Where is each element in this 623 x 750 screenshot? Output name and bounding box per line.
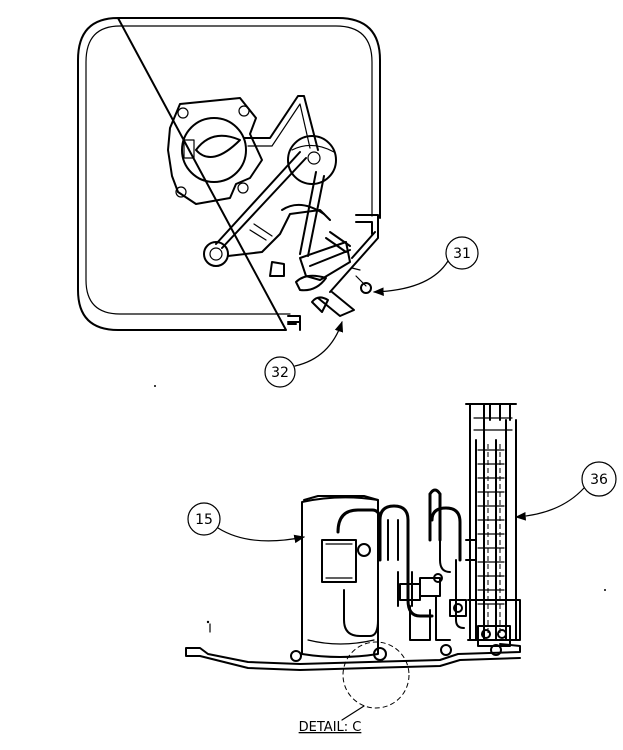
callout-32: 32 <box>264 320 344 388</box>
fastener <box>373 647 387 661</box>
callout-36: 36 <box>514 461 617 521</box>
stray-mark <box>604 589 606 591</box>
housing-inner <box>85 25 373 315</box>
callout-15-label: 15 <box>195 512 213 528</box>
callout-15: 15 <box>187 502 306 544</box>
top-view-unit: 31 32 <box>77 17 479 388</box>
detail-c-leader <box>341 705 365 721</box>
tubing-top <box>215 95 372 317</box>
side-view-unit: DETAIL: C 36 15 <box>185 403 617 735</box>
lower-bracket <box>287 315 301 331</box>
side-bracket <box>329 214 379 293</box>
tubing-side <box>336 488 477 641</box>
callout-32-label: 32 <box>271 365 289 381</box>
base-pan <box>185 643 521 671</box>
callout-31-label: 31 <box>453 246 471 262</box>
housing-outer <box>77 17 381 331</box>
stray-mark <box>154 385 156 387</box>
compressor-top <box>203 135 337 267</box>
detail-c-circle <box>342 641 410 709</box>
compressor-side <box>301 495 379 658</box>
fan-motor-mount <box>167 97 263 205</box>
callout-31: 31 <box>372 236 479 296</box>
condenser-coil <box>465 403 521 647</box>
stray-mark <box>206 620 210 624</box>
detail-c-label: DETAIL: C <box>299 720 362 735</box>
callout-36-label: 36 <box>590 472 608 488</box>
